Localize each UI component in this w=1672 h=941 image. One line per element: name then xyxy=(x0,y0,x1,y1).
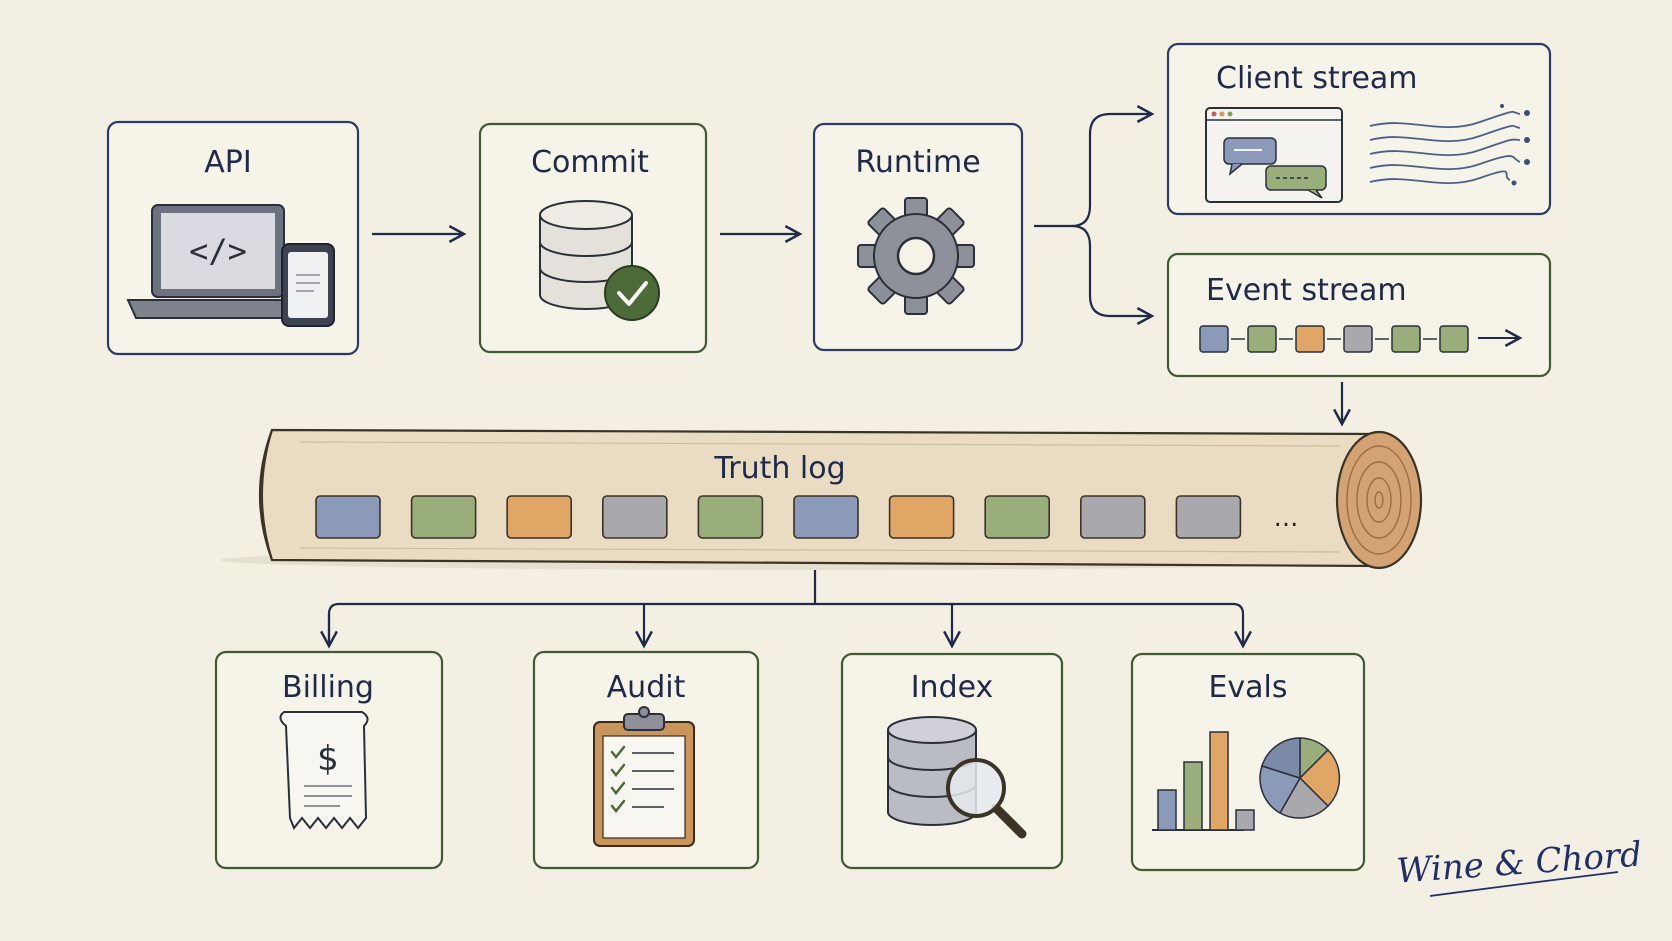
log-block xyxy=(601,495,668,539)
api-node: API </> xyxy=(106,120,360,356)
stream-dots xyxy=(1500,104,1530,186)
log-block xyxy=(315,495,381,539)
event-block xyxy=(1391,325,1421,353)
database-search-icon xyxy=(887,716,1027,839)
log-block xyxy=(888,495,955,539)
audit-node: Audit xyxy=(532,650,760,870)
event-blocks xyxy=(1199,325,1469,353)
signature-text: Wine & Chord xyxy=(1395,835,1643,892)
billing-label: Billing xyxy=(282,670,374,705)
log-block xyxy=(697,495,764,539)
commit-label: Commit xyxy=(531,145,649,180)
code-glyph: </> xyxy=(189,232,247,270)
truth-log-more: ... xyxy=(1274,503,1299,533)
index-label: Index xyxy=(911,670,994,705)
event-block xyxy=(1439,325,1469,353)
client-stream-label: Client stream xyxy=(1216,61,1418,96)
clipboard-checklist-icon xyxy=(593,706,695,847)
truth-log-node: Truth log ... xyxy=(220,428,1423,570)
log-block xyxy=(1175,495,1242,539)
log-block xyxy=(1080,495,1146,539)
commit-node: Commit xyxy=(478,122,708,354)
event-stream-label: Event stream xyxy=(1206,273,1407,308)
evals-node: Evals xyxy=(1130,652,1366,872)
currency-glyph: $ xyxy=(317,739,339,779)
index-node: Index xyxy=(840,652,1064,870)
log-blocks xyxy=(315,495,1242,539)
gear-icon xyxy=(857,197,975,315)
event-stream-node: Event stream xyxy=(1166,252,1552,378)
event-block xyxy=(1343,325,1373,353)
stream-lines-icon xyxy=(1369,111,1521,185)
runtime-node: Runtime xyxy=(812,122,1024,352)
log-end-rings xyxy=(1335,430,1423,570)
event-block xyxy=(1199,325,1229,353)
database-check-icon xyxy=(539,200,660,321)
receipt-icon: $ xyxy=(279,711,369,830)
log-block xyxy=(793,495,859,539)
fork-runtime-streams xyxy=(1034,114,1152,316)
event-block xyxy=(1247,325,1277,353)
api-label: API xyxy=(204,145,251,180)
event-block xyxy=(1295,325,1325,353)
client-stream-node: Client stream xyxy=(1166,42,1552,216)
truth-log-label: Truth log xyxy=(713,451,845,486)
bar-pie-chart-icon xyxy=(1152,731,1341,831)
browser-chat-icon xyxy=(1205,107,1343,203)
billing-node: Billing $ xyxy=(214,650,444,870)
log-block xyxy=(410,495,477,539)
runtime-label: Runtime xyxy=(855,145,980,180)
log-block xyxy=(506,495,573,539)
fanout-arrows xyxy=(329,570,1243,646)
evals-label: Evals xyxy=(1208,670,1287,705)
signature: Wine & Chord xyxy=(1395,835,1643,897)
log-block xyxy=(984,495,1051,539)
audit-label: Audit xyxy=(607,670,686,705)
phone-icon xyxy=(281,243,335,327)
